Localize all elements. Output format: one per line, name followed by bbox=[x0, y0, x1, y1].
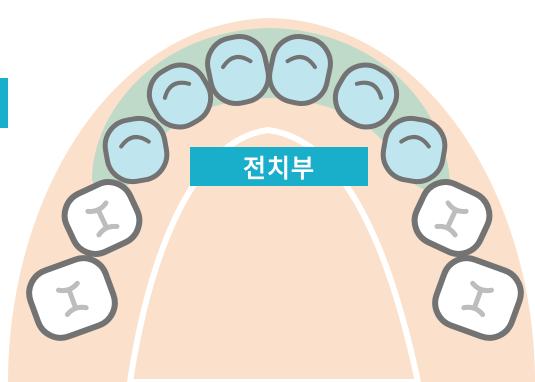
edge-marker bbox=[0, 78, 8, 128]
region-label: 전치부 bbox=[190, 147, 368, 186]
